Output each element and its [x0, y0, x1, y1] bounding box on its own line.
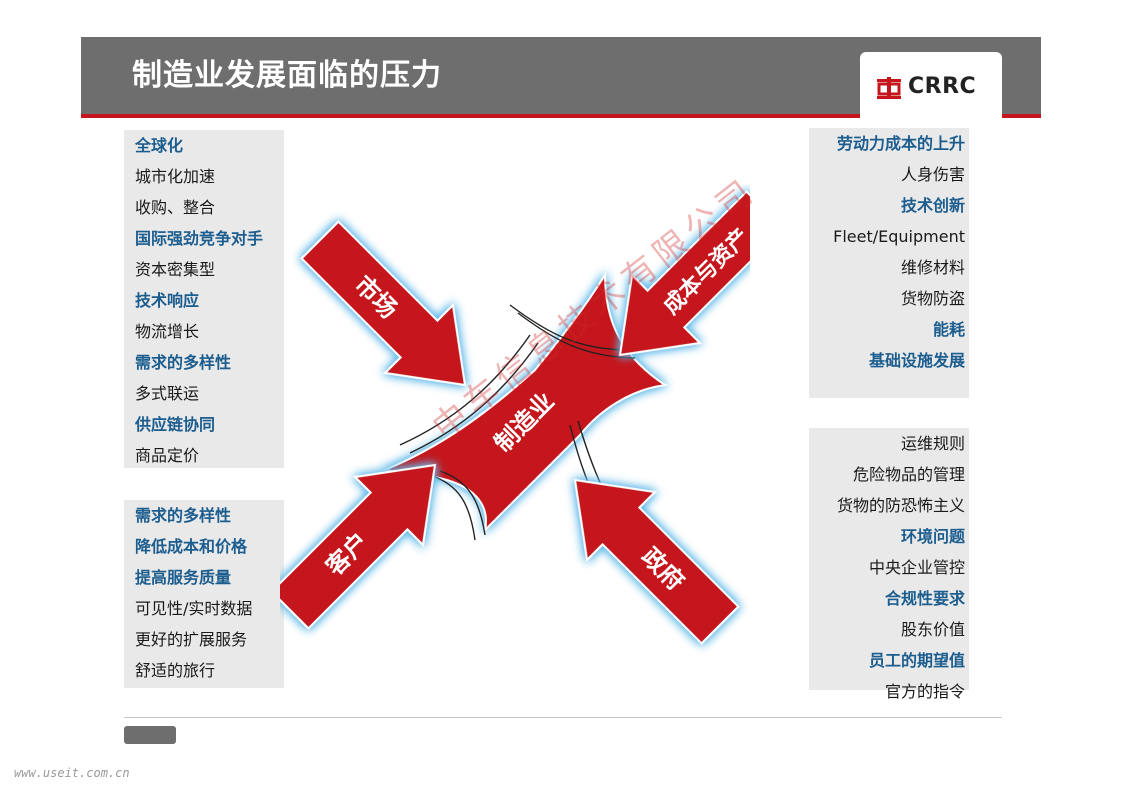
- panel-item: 能耗: [809, 314, 969, 345]
- panel-bottom-left: 需求的多样性降低成本和价格提高服务质量可见性/实时数据更好的扩展服务舒适的旅行: [124, 500, 284, 688]
- panel-item: 危险物品的管理: [809, 459, 969, 490]
- footer-url: www.useit.com.cn: [14, 766, 130, 780]
- panel-item: 股东价值: [809, 614, 969, 645]
- panel-item: 物流增长: [124, 316, 284, 347]
- logo-text: CRRC: [908, 74, 976, 99]
- panel-item: 员工的期望值: [809, 645, 969, 676]
- panel-item: 提高服务质量: [124, 562, 284, 593]
- panel-item: 商品定价: [124, 440, 284, 471]
- panel-item: 降低成本和价格: [124, 531, 284, 562]
- panel-item: Fleet/Equipment: [809, 221, 969, 252]
- panel-item: 技术响应: [124, 285, 284, 316]
- panel-item: 官方的指令: [809, 676, 969, 707]
- crrc-logo-icon: [876, 77, 902, 99]
- panel-item: 环境问题: [809, 521, 969, 552]
- panel-item: 需求的多样性: [124, 347, 284, 378]
- page-title: 制造业发展面临的压力: [132, 50, 442, 94]
- panel-item: 舒适的旅行: [124, 655, 284, 686]
- panel-item: 全球化: [124, 130, 284, 161]
- panel-item: 更好的扩展服务: [124, 624, 284, 655]
- panel-item: 资本密集型: [124, 254, 284, 285]
- panel-item: 可见性/实时数据: [124, 593, 284, 624]
- panel-bottom-right: 运维规则危险物品的管理货物的防恐怖主义环境问题中央企业管控合规性要求股东价值员工…: [809, 428, 969, 690]
- panel-item: 货物防盗: [809, 283, 969, 314]
- panel-item: 技术创新: [809, 190, 969, 221]
- panel-item: 劳动力成本的上升: [809, 128, 969, 159]
- panel-item: 维修材料: [809, 252, 969, 283]
- panel-item: 运维规则: [809, 428, 969, 459]
- panel-item: 供应链协同: [124, 409, 284, 440]
- panel-item: 城市化加速: [124, 161, 284, 192]
- panel-top-left: 全球化城市化加速收购、整合国际强劲竞争对手资本密集型技术响应物流增长需求的多样性…: [124, 130, 284, 468]
- panel-item: 中央企业管控: [809, 552, 969, 583]
- panel-item: 人身伤害: [809, 159, 969, 190]
- panel-item: 需求的多样性: [124, 500, 284, 531]
- panel-item: 货物的防恐怖主义: [809, 490, 969, 521]
- arrow-government: 政府: [541, 446, 750, 655]
- footer-divider: [124, 717, 1002, 718]
- panel-item: 收购、整合: [124, 192, 284, 223]
- panel-item: 多式联运: [124, 378, 284, 409]
- panel-item: 基础设施发展: [809, 345, 969, 376]
- panel-item: 合规性要求: [809, 583, 969, 614]
- footer-page-tab: [124, 726, 176, 744]
- panel-item: 国际强劲竞争对手: [124, 223, 284, 254]
